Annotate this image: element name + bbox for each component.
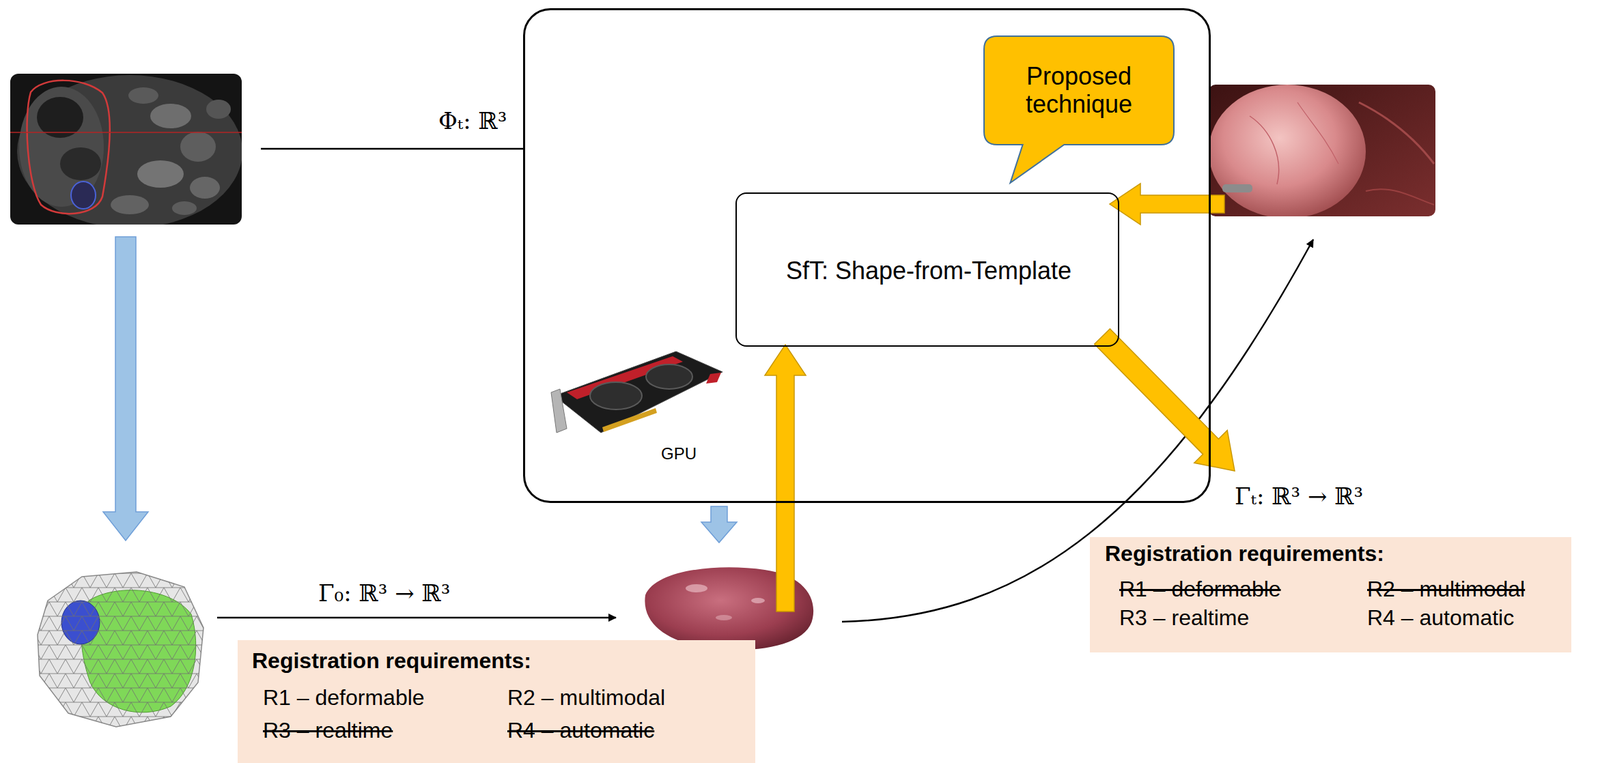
mri-image (17, 75, 242, 225)
panel-heading: Registration requirements: (1104, 541, 1385, 567)
liver-picture (685, 584, 708, 593)
mri-image (137, 160, 184, 188)
callout-text: Proposed technique (997, 62, 1161, 119)
mapping-label: Γ₀: ℝ³ → ℝ³ (318, 580, 451, 608)
laparoscopic-image (1249, 116, 1280, 185)
panel-heading: Registration requirements: (251, 648, 532, 675)
mri-image (10, 75, 242, 225)
requirement-item: R1 – deformable (1119, 577, 1282, 603)
laparoscopic-image (1208, 84, 1435, 217)
laparoscopic-image (1208, 84, 1366, 217)
box-label: GPU (661, 444, 697, 464)
requirements-panel: Registration requirements: R1 – deformabl… (237, 640, 756, 763)
laparoscopic-image (1358, 102, 1435, 164)
mesh-model (37, 572, 204, 728)
mri-image (10, 73, 243, 229)
mri-image (128, 87, 159, 104)
process-arrow (1109, 183, 1225, 225)
mri-image (180, 131, 216, 162)
laparoscopic-image (1208, 84, 1436, 219)
mri-image (71, 181, 96, 209)
process-box: SfT: Shape-from-Template (735, 192, 1120, 347)
requirement-item: R4 – automatic (1367, 605, 1514, 631)
gpu-picture (551, 389, 567, 433)
mapping-label: Φₜ: ℝ³ (438, 107, 507, 135)
mri-image (36, 96, 84, 138)
mri-image (110, 195, 149, 215)
requirement-item: R4 – automatic (507, 718, 655, 744)
gpu-picture (706, 372, 722, 384)
mri-image (10, 131, 242, 134)
gpu-picture (602, 408, 657, 433)
gpu-picture (554, 351, 723, 433)
mri-image (172, 201, 197, 216)
mri-image (206, 99, 231, 119)
mri-image (27, 80, 110, 214)
requirement-item: R3 – realtime (262, 718, 393, 744)
process-arrow (103, 236, 149, 541)
process-arrow (701, 506, 737, 543)
requirement-item: R2 – multimodal (1367, 577, 1525, 603)
processing-frame: GPU Proposed techniqueSfT: Shape-from-Tem… (523, 8, 1211, 504)
laparoscopic-image (1365, 189, 1435, 205)
liver-picture (751, 598, 765, 604)
process-arrow (1094, 329, 1235, 472)
gpu-picture (590, 382, 642, 410)
mri-image (189, 176, 220, 199)
laparoscopic-image (1297, 102, 1339, 164)
requirement-item: R2 – multimodal (507, 685, 666, 711)
requirement-item: R1 – deformable (262, 685, 425, 711)
box-label: SfT: Shape-from-Template (786, 256, 1072, 285)
mapping-label: Γₜ: ℝ³ → ℝ³ (1234, 483, 1364, 511)
mapping-line (260, 148, 524, 151)
requirement-item: R3 – realtime (1119, 605, 1249, 631)
callout-bubble: Proposed technique (983, 35, 1175, 184)
liver-picture (715, 615, 733, 621)
process-arrow (764, 344, 806, 612)
laparoscopic-image (1222, 184, 1253, 193)
gpu-picture (646, 364, 693, 390)
mapping-arrow (217, 617, 616, 620)
mesh-model (37, 572, 204, 728)
mri-image (150, 103, 192, 129)
callout-shape (984, 36, 1174, 184)
mesh-model (37, 572, 204, 728)
mri-image (60, 147, 102, 181)
gpu-picture (551, 351, 723, 433)
requirements-panel: Registration requirements: R1 – deformabl… (1089, 537, 1572, 653)
